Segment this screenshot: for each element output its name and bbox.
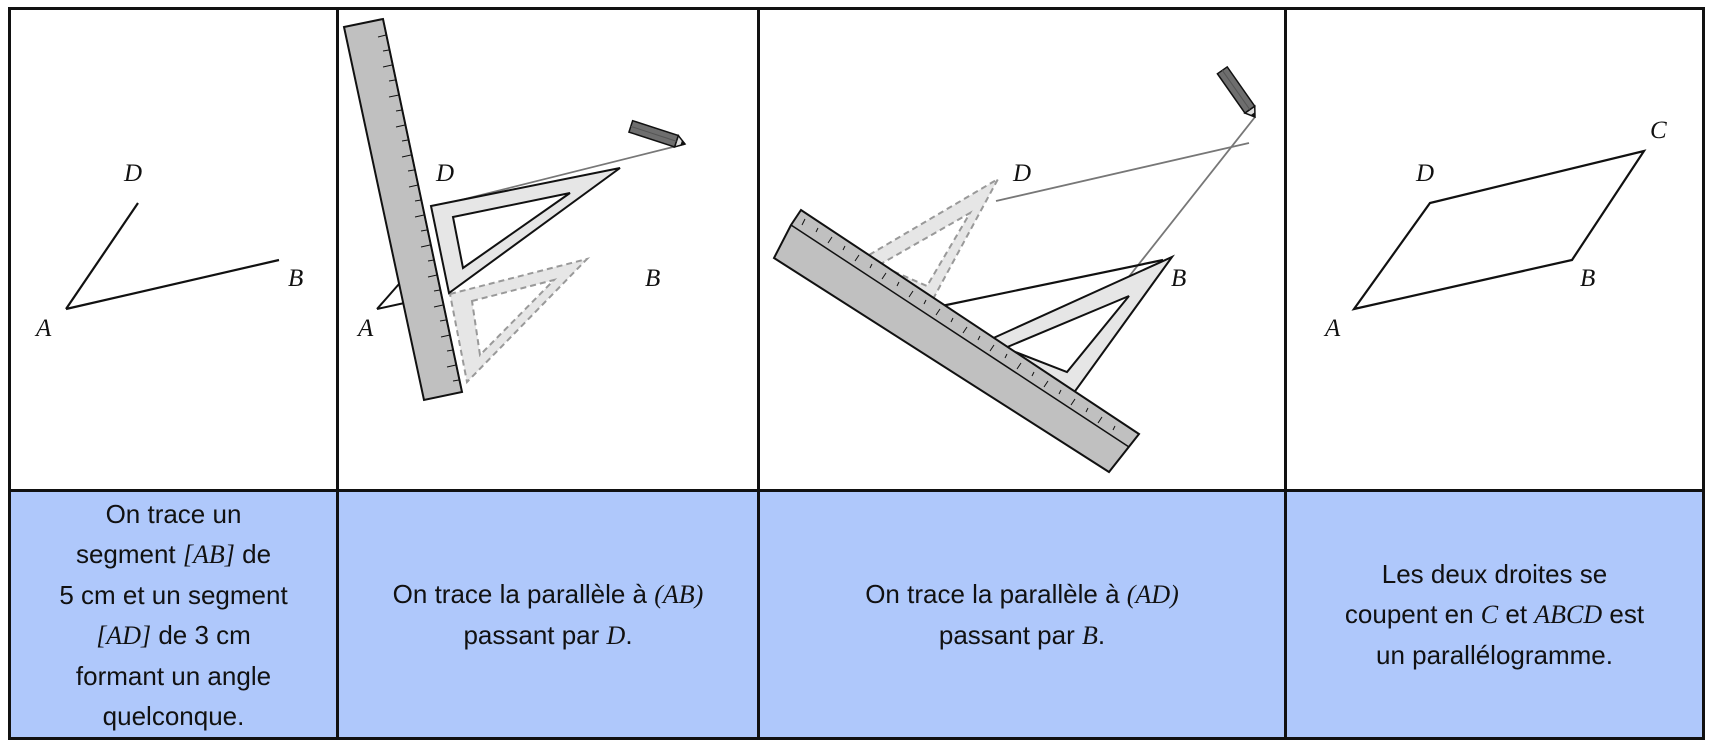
parallel-line-ab <box>995 142 1250 202</box>
step1-caption: On trace un segment [AB] de 5 cm et un seg… <box>11 492 336 737</box>
caption-math: D <box>606 620 626 650</box>
caption-run: coupent en <box>1344 599 1481 629</box>
pencil-icon <box>627 119 687 149</box>
step3-figure: D B <box>772 65 1256 474</box>
caption-run: segment <box>75 538 183 569</box>
step1-figure: A D B <box>34 160 303 342</box>
point-d-label: D <box>123 160 142 187</box>
caption-run: Les deux droites se <box>1381 559 1608 589</box>
caption-math: (AD) <box>1126 579 1179 609</box>
row-divider <box>11 489 1702 492</box>
caption-run: de <box>234 538 272 569</box>
pencil-icon <box>1216 65 1256 119</box>
caption-line: coupent en C et ABCD est <box>1345 594 1644 635</box>
column-divider <box>757 10 760 737</box>
point-b-label: B <box>1580 265 1595 292</box>
caption-run: formant un angle <box>75 660 272 691</box>
caption-line: segment [AB] de <box>59 534 287 575</box>
caption-math: (AB) <box>654 579 704 609</box>
step4-caption: Les deux droites se coupent en C et ABCD … <box>1287 492 1702 737</box>
caption-run: . <box>625 619 633 650</box>
caption-text: Les deux droites se coupent en C et ABCD … <box>1345 554 1644 675</box>
point-b-label: B <box>288 265 303 292</box>
step2-figure: A D B <box>342 17 687 402</box>
caption-run: et <box>1498 599 1535 629</box>
caption-line: formant un angle <box>59 656 287 696</box>
caption-math: C <box>1480 600 1499 629</box>
point-d-label: D <box>1415 160 1434 187</box>
point-b-label: B <box>1171 265 1186 292</box>
caption-line: On trace la parallèle à (AB) <box>393 574 704 615</box>
caption-run: un parallélogramme. <box>1375 640 1613 670</box>
caption-run: passant par <box>938 619 1082 650</box>
caption-run: de 3 cm <box>151 619 251 650</box>
construction-table: A D B <box>8 7 1705 740</box>
point-c-label: C <box>1650 117 1667 144</box>
caption-text: On trace un segment [AB] de 5 cm et un seg… <box>59 494 287 736</box>
segment-ab <box>926 258 1164 311</box>
caption-line: On trace un <box>59 494 287 534</box>
point-a-label: A <box>34 315 52 342</box>
caption-run: . <box>1097 619 1106 650</box>
caption-math: B <box>1081 620 1098 650</box>
caption-line: passant par B. <box>865 615 1179 656</box>
segment-ad <box>376 283 400 310</box>
caption-line: [AD] de 3 cm <box>59 615 287 656</box>
caption-run: 5 cm et un segment <box>59 579 288 610</box>
parallel-line <box>448 143 686 204</box>
parallelogram-abcd <box>1351 149 1647 311</box>
point-a-label: A <box>356 315 374 342</box>
step3-caption: On trace la parallèle à (AD)passant par … <box>760 492 1284 737</box>
caption-math: ABCD <box>1534 600 1603 629</box>
caption-line: 5 cm et un segment <box>59 575 287 615</box>
column-divider <box>1284 10 1287 737</box>
caption-line: quelconque. <box>59 696 287 736</box>
point-d-label: D <box>1012 160 1031 187</box>
point-a-label: A <box>1323 315 1341 342</box>
ruler <box>342 17 464 402</box>
caption-run: On trace la parallèle à <box>392 578 655 609</box>
set-square <box>429 167 621 295</box>
point-d-label: D <box>435 160 454 187</box>
segment-ad <box>65 202 139 310</box>
caption-run: est <box>1602 599 1645 629</box>
caption-line: On trace la parallèle à (AD) <box>865 574 1179 615</box>
step2-caption: On trace la parallèle à (AB)passant par … <box>339 492 757 737</box>
caption-run: quelconque. <box>102 700 245 731</box>
point-b-label: B <box>645 265 660 292</box>
segment-ab <box>65 258 280 311</box>
caption-text: On trace la parallèle à (AD)passant par … <box>865 574 1179 656</box>
caption-run: On trace un <box>105 498 242 529</box>
caption-math: [AB] <box>182 539 235 569</box>
caption-line: passant par D. <box>393 615 704 656</box>
caption-run: On trace la parallèle à <box>865 578 1127 609</box>
caption-math: [AD] <box>96 620 152 650</box>
caption-line: un parallélogramme. <box>1345 635 1644 675</box>
step4-figure: A D B C <box>1323 117 1667 342</box>
caption-line: Les deux droites se <box>1345 554 1644 594</box>
set-square-ghost <box>448 257 591 385</box>
ruler <box>772 208 1141 474</box>
column-divider <box>336 10 339 737</box>
caption-text: On trace la parallèle à (AB)passant par … <box>393 574 704 656</box>
caption-run: passant par <box>463 619 607 650</box>
